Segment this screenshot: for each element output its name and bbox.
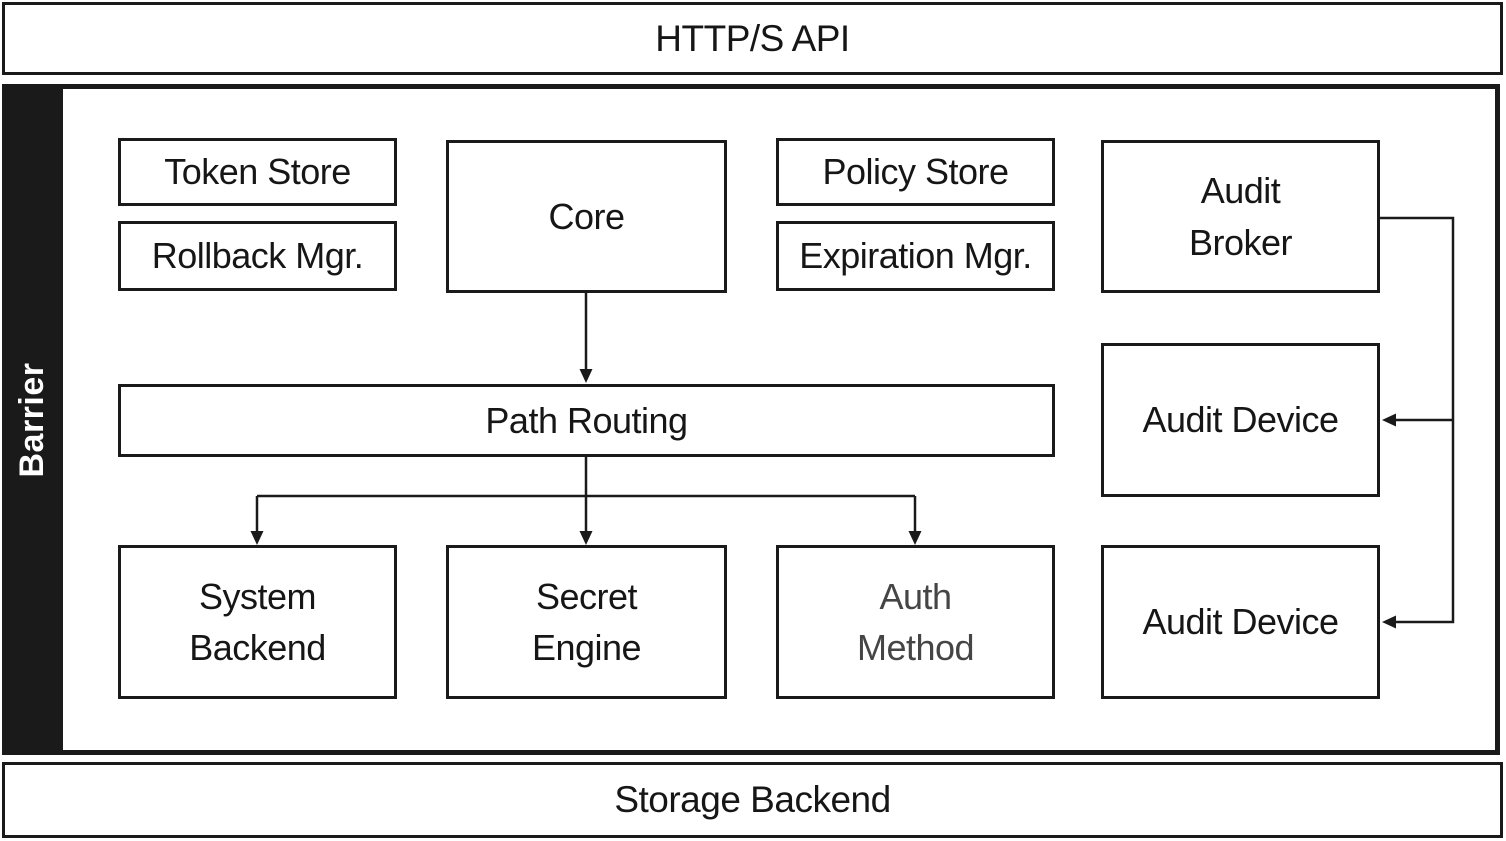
node-auth-method-label: Auth Method <box>856 575 975 668</box>
node-audit-device-bottom: Audit Device <box>1101 545 1380 699</box>
node-rollback-mgr-label: Rollback Mgr. <box>151 235 364 277</box>
node-rollback-mgr: Rollback Mgr. <box>118 221 397 291</box>
node-policy-store: Policy Store <box>776 138 1055 206</box>
node-policy-store-label: Policy Store <box>822 151 1009 193</box>
node-expiration-mgr-label: Expiration Mgr. <box>799 235 1032 277</box>
node-secret-engine: Secret Engine <box>446 545 727 699</box>
barrier-bar <box>2 84 63 755</box>
node-path-routing-label: Path Routing <box>485 399 688 441</box>
storage-backend-banner-label: Storage Backend <box>614 779 891 820</box>
node-path-routing: Path Routing <box>118 384 1055 457</box>
node-audit-device-bottom-label: Audit Device <box>1142 601 1339 643</box>
node-system-backend: System Backend <box>118 545 397 699</box>
node-audit-device-top: Audit Device <box>1101 343 1380 497</box>
node-audit-device-top-label: Audit Device <box>1142 399 1339 441</box>
node-core-label: Core <box>548 195 625 237</box>
node-core: Core <box>446 140 727 293</box>
storage-backend-banner: Storage Backend <box>2 762 1503 838</box>
node-secret-engine-label: Secret Engine <box>531 575 642 668</box>
http-api-banner-label: HTTP/S API <box>655 17 850 59</box>
node-audit-broker: Audit Broker <box>1101 140 1380 293</box>
node-audit-broker-label: Audit Broker <box>1188 170 1293 263</box>
node-auth-method: Auth Method <box>776 545 1055 699</box>
barrier-label: Barrier <box>12 362 51 478</box>
node-token-store-label: Token Store <box>164 151 351 193</box>
node-expiration-mgr: Expiration Mgr. <box>776 221 1055 291</box>
node-system-backend-label: System Backend <box>189 575 326 668</box>
node-token-store: Token Store <box>118 138 397 206</box>
http-api-banner: HTTP/S API <box>2 2 1503 75</box>
